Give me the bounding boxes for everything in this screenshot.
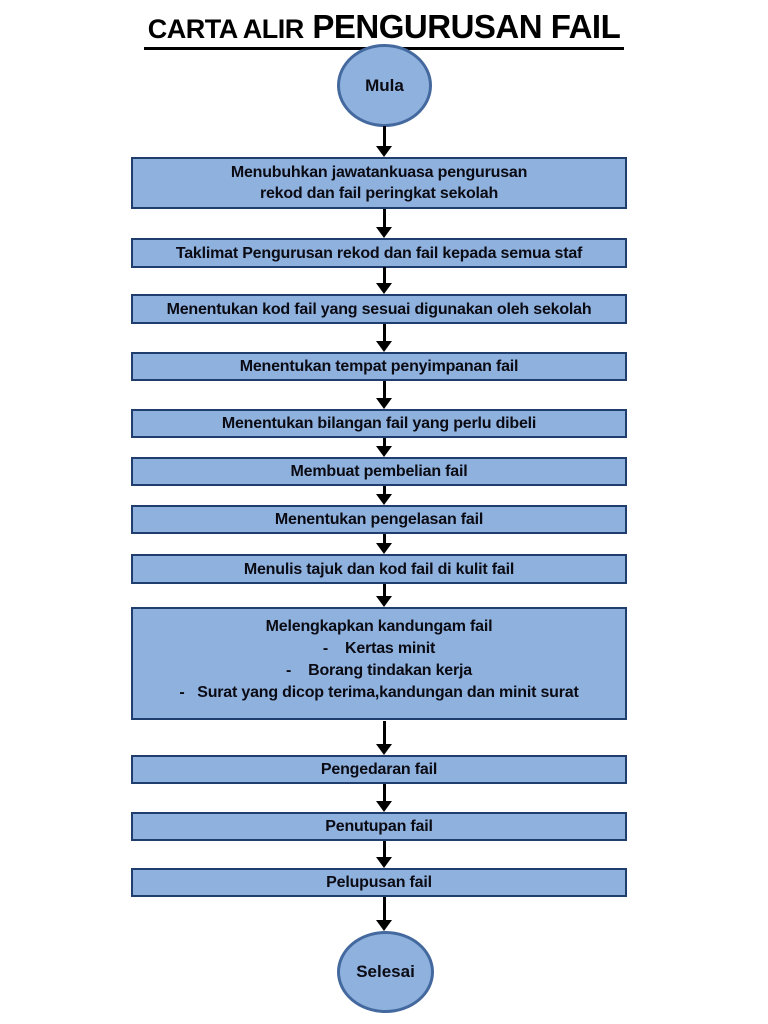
process-box-9: Melengkapkan kandungam fail - Kertas min… bbox=[131, 607, 627, 720]
arrow-head-icon bbox=[376, 596, 392, 607]
arrow-stem bbox=[382, 534, 386, 544]
process-box-label: Menulis tajuk dan kod fail di kulit fail bbox=[243, 560, 515, 578]
process-box-label: Menentukan bilangan fail yang perlu dibe… bbox=[221, 415, 537, 432]
process-box-3: Menentukan kod fail yang sesuai digunaka… bbox=[131, 294, 627, 324]
process-box-label: Penutupan fail bbox=[325, 818, 433, 835]
process-box-6: Membuat pembelian fail bbox=[131, 457, 627, 486]
arrow-stem bbox=[382, 784, 386, 802]
process-box-8: Menulis tajuk dan kod fail di kulit fail bbox=[131, 554, 627, 584]
arrow-head-icon bbox=[376, 801, 392, 812]
flow-arrow-2 bbox=[376, 209, 392, 238]
end-node: Selesai bbox=[337, 931, 434, 1013]
process-box-label: Pelupusan fail bbox=[326, 874, 432, 891]
flow-arrow-8 bbox=[376, 534, 392, 554]
process-box-label: Pengedaran fail bbox=[320, 761, 438, 778]
process-box-4: Menentukan tempat penyimpanan fail bbox=[131, 352, 627, 381]
process-box-12: Pelupusan fail bbox=[131, 868, 627, 897]
arrow-head-icon bbox=[376, 543, 392, 554]
page-title-part2: PENGURUSAN FAIL bbox=[312, 8, 621, 45]
process-box-11: Penutupan fail bbox=[131, 812, 627, 841]
arrow-head-icon bbox=[376, 283, 392, 294]
arrow-stem bbox=[382, 897, 386, 921]
process-box-bullet-3: - Surat yang dicop terima,kandungan dan … bbox=[179, 684, 579, 701]
end-node-label: Selesai bbox=[356, 962, 415, 981]
flow-arrow-11 bbox=[376, 784, 392, 812]
flow-arrow-12 bbox=[376, 841, 392, 868]
arrow-stem bbox=[382, 324, 386, 342]
process-box-label: Menentukan kod fail yang sesuai digunaka… bbox=[166, 300, 592, 318]
flow-arrow-3 bbox=[376, 267, 392, 294]
arrow-head-icon bbox=[376, 398, 392, 409]
start-node: Mula bbox=[337, 44, 432, 127]
arrow-head-icon bbox=[376, 494, 392, 505]
arrow-head-icon bbox=[376, 146, 392, 157]
arrow-head-icon bbox=[376, 920, 392, 931]
process-box-1: Menubuhkan jawatankuasa pengurusan rekod… bbox=[131, 157, 627, 209]
arrow-stem bbox=[382, 381, 386, 399]
arrow-stem bbox=[382, 209, 386, 228]
process-box-7: Menentukan pengelasan fail bbox=[131, 505, 627, 534]
process-box-label: Menubuhkan jawatankuasa pengurusan rekod… bbox=[230, 164, 528, 202]
arrow-stem bbox=[382, 126, 386, 147]
process-box-label: Menentukan tempat penyimpanan fail bbox=[239, 358, 519, 375]
flow-arrow-10 bbox=[376, 721, 392, 755]
process-box-5: Menentukan bilangan fail yang perlu dibe… bbox=[131, 409, 627, 438]
flow-arrow-7 bbox=[376, 486, 392, 505]
process-box-bullet-2: - Borang tindakan kerja bbox=[286, 662, 472, 679]
arrow-stem bbox=[382, 267, 386, 284]
arrow-head-icon bbox=[376, 857, 392, 868]
arrow-head-icon bbox=[376, 341, 392, 352]
flow-arrow-1 bbox=[376, 126, 392, 157]
arrow-stem bbox=[382, 584, 386, 597]
flow-arrow-5 bbox=[376, 381, 392, 409]
process-box-label: Menentukan pengelasan fail bbox=[274, 511, 484, 528]
arrow-stem bbox=[382, 486, 386, 495]
flow-arrow-9 bbox=[376, 584, 392, 607]
page-title: CARTA ALIR PENGURUSAN FAIL bbox=[0, 8, 768, 50]
flow-arrow-13 bbox=[376, 897, 392, 931]
arrow-head-icon bbox=[376, 744, 392, 755]
process-box-2: Taklimat Pengurusan rekod dan fail kepad… bbox=[131, 238, 627, 268]
process-box-label: Membuat pembelian fail bbox=[290, 463, 468, 480]
process-box-label: Taklimat Pengurusan rekod dan fail kepad… bbox=[175, 244, 583, 262]
process-box-bullet-1: - Kertas minit bbox=[322, 640, 436, 657]
flow-arrow-6 bbox=[376, 438, 392, 457]
arrow-stem bbox=[382, 438, 386, 447]
arrow-head-icon bbox=[376, 227, 392, 238]
process-box-label: Melengkapkan kandungam fail bbox=[265, 618, 493, 635]
page-title-part1: CARTA ALIR bbox=[147, 14, 304, 44]
arrow-stem bbox=[382, 841, 386, 858]
page-title-underline: CARTA ALIR PENGURUSAN FAIL bbox=[143, 8, 625, 50]
arrow-stem bbox=[382, 721, 386, 745]
start-node-label: Mula bbox=[365, 75, 404, 95]
arrow-head-icon bbox=[376, 446, 392, 457]
process-box-10: Pengedaran fail bbox=[131, 755, 627, 784]
flow-arrow-4 bbox=[376, 324, 392, 352]
